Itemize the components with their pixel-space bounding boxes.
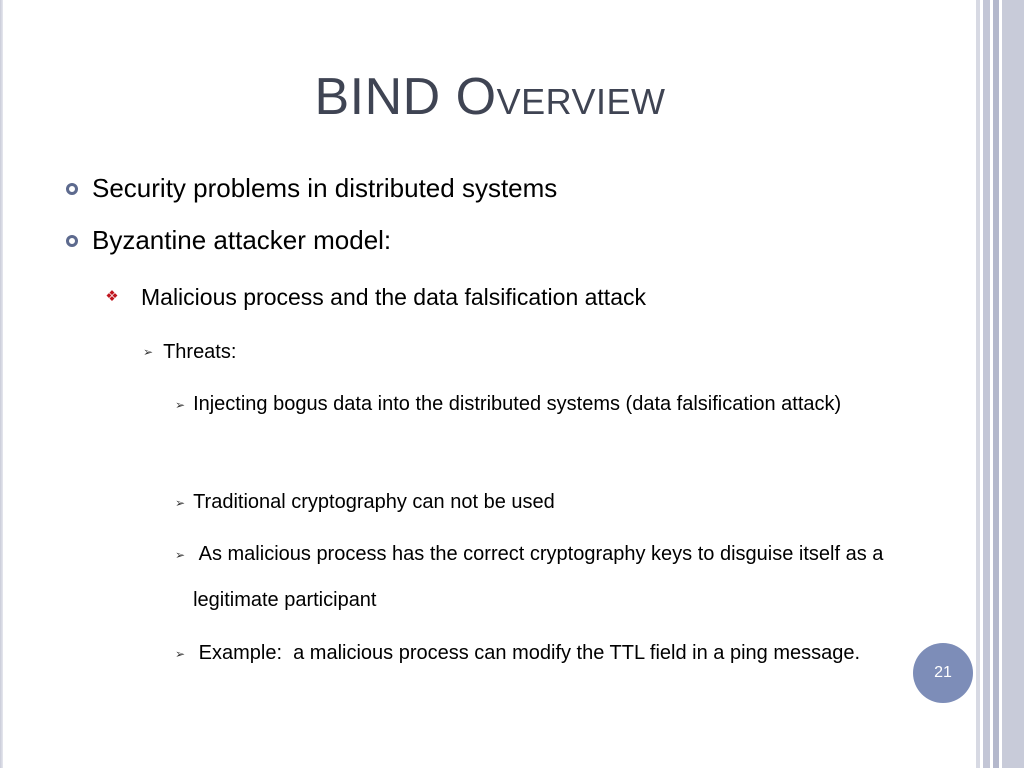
bullet-text: Byzantine attacker model:	[92, 225, 392, 255]
ring-bullet-icon	[66, 235, 78, 247]
arrowhead-bullet-icon: ➢	[175, 496, 186, 510]
arrowhead-bullet-icon: ➢	[143, 345, 154, 359]
arrowhead-bullet-icon: ➢	[175, 647, 186, 661]
bullet-text: Malicious process and the data falsifica…	[141, 284, 646, 310]
right-stripe-decoration	[976, 0, 1024, 768]
bullet-text: Traditional cryptography can not be used	[193, 491, 555, 513]
arrowhead-bullet-icon: ➢	[175, 548, 186, 562]
bullet-item: Byzantine attacker model:	[66, 225, 391, 255]
bullet-item: Security problems in distributed systems	[66, 173, 557, 203]
slide-title: BIND Overview	[314, 68, 666, 126]
page-number-badge: 21	[913, 643, 973, 703]
bullet-text: Security problems in distributed systems	[92, 173, 558, 203]
diamond-bullet-icon: ❖	[105, 288, 119, 305]
bullet-item: ➢ Example: a malicious process can modif…	[175, 630, 885, 676]
bullet-text: Injecting bogus data into the distribute…	[193, 393, 842, 415]
arrowhead-bullet-icon: ➢	[175, 398, 186, 412]
bullet-item: ❖ Malicious process and the data falsifi…	[103, 283, 646, 311]
bullet-text: Threats:	[163, 341, 237, 363]
bullet-item: ➢ Injecting bogus data into the distribu…	[175, 381, 885, 427]
bullet-item: ➢ As malicious process has the correct c…	[175, 531, 885, 623]
bullet-text: As malicious process has the correct cry…	[193, 543, 889, 611]
ring-bullet-icon	[66, 183, 78, 195]
bullet-text: Example: a malicious process can modify …	[193, 642, 861, 664]
bullet-item: ➢ Threats:	[143, 340, 236, 364]
bullet-item: ➢ Traditional cryptography can not be us…	[175, 479, 885, 525]
left-border-decoration	[0, 0, 3, 768]
